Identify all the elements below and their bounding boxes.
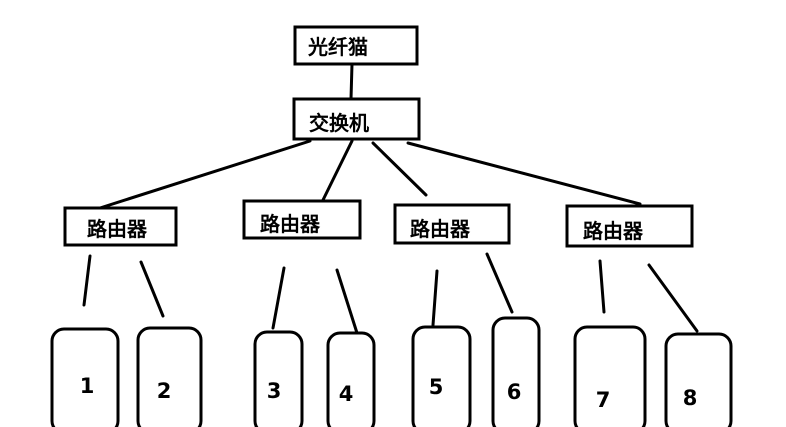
device-box [573, 325, 647, 427]
edge-router-4-device-7 [598, 259, 606, 314]
edge-router-3-device-5 [431, 269, 439, 327]
modem-box [293, 25, 419, 66]
router-box [63, 206, 178, 247]
device-label: 5 [429, 375, 444, 399]
edge-switch-router-3 [371, 141, 428, 197]
edge-router-1-device-2 [139, 260, 165, 318]
device-box [136, 326, 203, 427]
edge-switch-router-4 [406, 141, 642, 206]
device-box [664, 332, 733, 427]
edge-modem-switch [349, 62, 354, 101]
device-node: 4 [326, 331, 376, 427]
switch-label: 交换机 [309, 111, 369, 135]
edge-router-2-device-3 [271, 266, 286, 330]
device-label: 6 [507, 380, 522, 404]
switch-box [292, 97, 421, 141]
device-node: 8 [664, 332, 733, 427]
router-label: 路由器 [583, 219, 644, 243]
edge-router-4-device-8 [647, 263, 699, 333]
device-label: 8 [683, 386, 698, 410]
edge-router-1-device-1 [82, 254, 92, 307]
router-label: 路由器 [87, 217, 148, 241]
device-node: 7 [573, 325, 647, 427]
device-box [326, 331, 376, 427]
device-label: 7 [596, 388, 611, 412]
router-node: 路由器 [565, 204, 694, 248]
device-node: 6 [491, 316, 541, 427]
router-label: 路由器 [410, 217, 471, 241]
edge-switch-router-2 [321, 139, 354, 202]
edge-switch-router-1 [98, 139, 312, 210]
device-label: 1 [80, 374, 95, 398]
device-node: 2 [136, 326, 203, 427]
device-label: 2 [157, 379, 172, 403]
router-node: 路由器 [63, 206, 178, 247]
modem-label: 光纤猫 [307, 35, 368, 59]
modem-node: 光纤猫 [293, 25, 419, 66]
router-label: 路由器 [260, 212, 321, 236]
router-box [393, 203, 511, 245]
device-node: 5 [411, 325, 472, 427]
device-box [411, 325, 472, 427]
device-label: 3 [267, 379, 282, 403]
router-box [242, 199, 362, 240]
router-node: 路由器 [393, 203, 511, 245]
device-box [253, 330, 304, 427]
edge-router-3-device-6 [485, 252, 514, 314]
router-box [565, 204, 694, 248]
device-node: 1 [50, 327, 120, 427]
device-node: 3 [253, 330, 304, 427]
router-node: 路由器 [242, 199, 362, 240]
connections [82, 62, 699, 335]
switch-node: 交换机 [292, 97, 421, 141]
edge-router-2-device-4 [335, 268, 359, 335]
device-box [491, 316, 541, 427]
device-label: 4 [339, 382, 354, 406]
device-box [50, 327, 120, 427]
